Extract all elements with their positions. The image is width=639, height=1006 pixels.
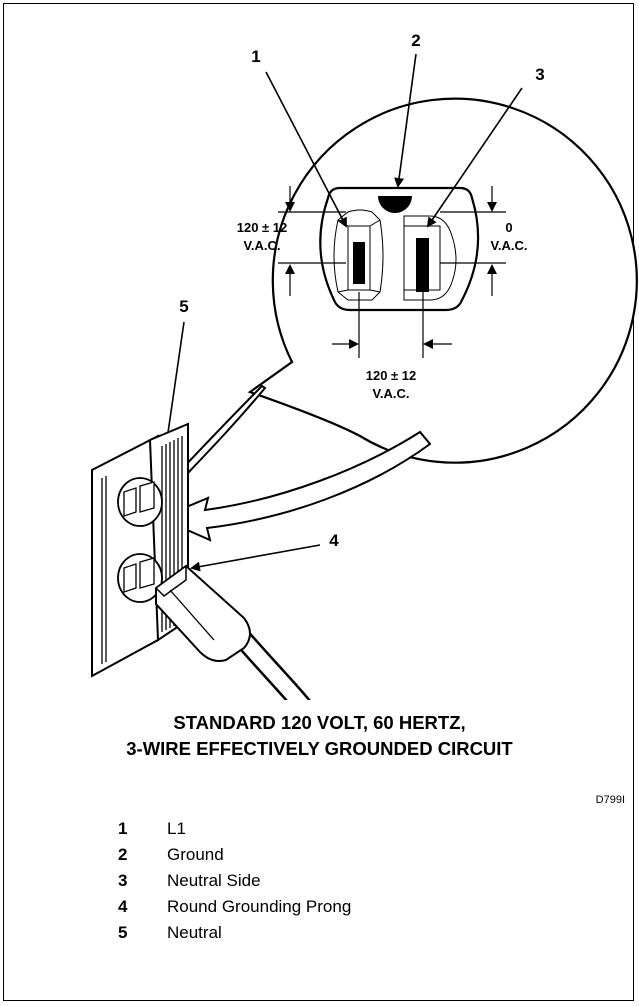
legend-item: 4 Round Grounding Prong bbox=[118, 896, 351, 922]
outlet-diagram: 120 ± 12 V.A.C. 0 V.A.C. 120 ± 12 V.A.C.… bbox=[91, 31, 638, 700]
legend-number: 2 bbox=[118, 845, 128, 864]
figure-code: D799I bbox=[595, 794, 625, 806]
voltage-right-line2: V.A.C. bbox=[490, 238, 527, 253]
legend-label: L1 bbox=[167, 819, 186, 838]
plug-and-cord bbox=[154, 564, 311, 700]
caption-line-2: 3-WIRE EFFECTIVELY GROUNDED CIRCUIT bbox=[126, 738, 513, 759]
legend-label: Round Grounding Prong bbox=[167, 897, 352, 916]
legend-label: Neutral bbox=[167, 923, 222, 942]
voltage-right-line1: 0 bbox=[505, 220, 512, 235]
caption-line-1: STANDARD 120 VOLT, 60 HERTZ, bbox=[173, 712, 466, 733]
legend-number: 5 bbox=[118, 923, 128, 942]
callout-2: 2 bbox=[411, 31, 420, 50]
voltage-bottom-line1: 120 ± 12 bbox=[366, 368, 417, 383]
voltage-dimensions bbox=[278, 186, 506, 358]
legend-item: 5 Neutral bbox=[118, 922, 351, 948]
receptacle-closeup bbox=[319, 186, 480, 312]
ground-hole-icon bbox=[378, 196, 412, 213]
neutral-slot bbox=[416, 238, 429, 292]
voltage-bottom-line2: V.A.C. bbox=[372, 386, 409, 401]
wall-outlet bbox=[91, 422, 189, 678]
legend-number: 4 bbox=[118, 897, 128, 916]
legend-label: Ground bbox=[167, 845, 224, 864]
legend-item: 1 L1 bbox=[118, 818, 351, 844]
hot-slot bbox=[353, 242, 365, 284]
voltage-left-line2: V.A.C. bbox=[243, 238, 280, 253]
legend-number: 1 bbox=[118, 819, 128, 838]
legend-number: 3 bbox=[118, 871, 128, 890]
voltage-left-line1: 120 ± 12 bbox=[237, 220, 288, 235]
legend-list: 1 L1 2 Ground 3 Neutral Side 4 Round Groundi… bbox=[118, 818, 351, 948]
legend-label: Neutral Side bbox=[167, 871, 261, 890]
callout-1: 1 bbox=[251, 47, 260, 66]
callout-3: 3 bbox=[535, 65, 544, 84]
legend-item: 3 Neutral Side bbox=[118, 870, 351, 896]
figure-caption: STANDARD 120 VOLT, 60 HERTZ, 3-WIRE EFFE… bbox=[0, 710, 639, 762]
callout-5: 5 bbox=[179, 297, 188, 316]
callout-4: 4 bbox=[329, 531, 339, 550]
legend-item: 2 Ground bbox=[118, 844, 351, 870]
